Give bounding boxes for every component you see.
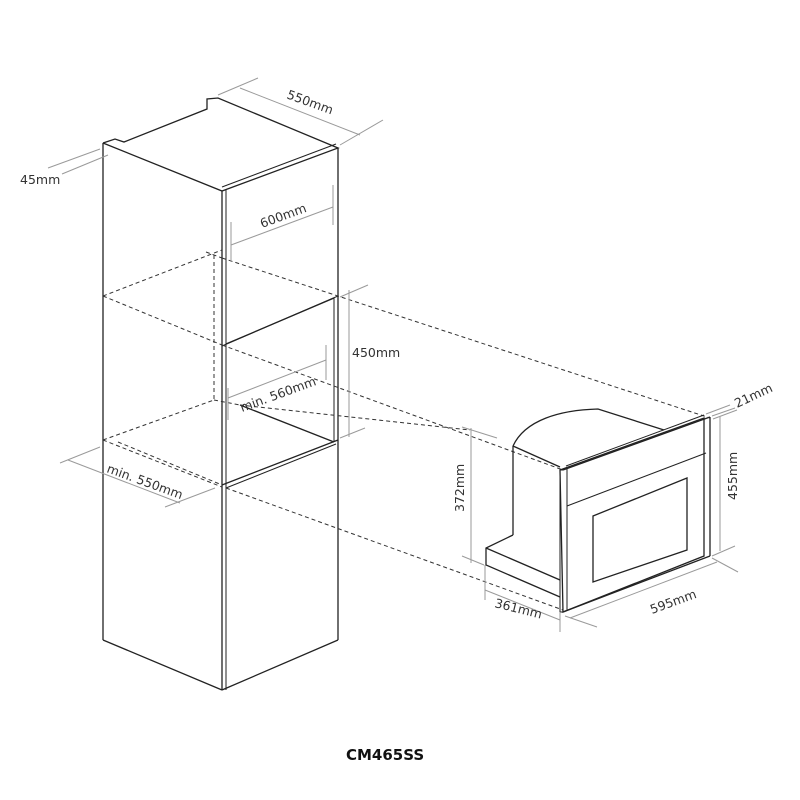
label-depth-550: 550mm <box>285 87 335 118</box>
cabinet-hidden-lines <box>102 249 241 488</box>
cabinet-dimension-lines <box>47 77 384 508</box>
label-body-height-372: 372mm <box>452 464 467 512</box>
appliance-dimension-lines <box>461 404 739 632</box>
label-width-600: 600mm <box>258 200 308 231</box>
label-niche-height-450: 450mm <box>352 345 400 360</box>
label-depth-361: 361mm <box>493 595 543 621</box>
label-gap-45: 45mm <box>20 172 60 187</box>
label-height-455: 455mm <box>725 452 740 500</box>
label-niche-min-depth: min. 550mm <box>105 461 185 502</box>
projection-lines <box>221 257 711 611</box>
cabinet-labels: 550mm 45mm 600mm 450mm min. 560mm min. 5… <box>20 87 400 502</box>
label-width-595: 595mm <box>648 586 698 617</box>
appliance-labels: 21mm 455mm 372mm 361mm 595mm <box>452 380 775 621</box>
label-niche-min-width: min. 560mm <box>238 373 318 414</box>
oven-appliance <box>485 408 711 613</box>
label-panel-21: 21mm <box>732 380 775 411</box>
model-title: CM465SS <box>346 746 424 764</box>
tall-cabinet <box>102 97 340 691</box>
